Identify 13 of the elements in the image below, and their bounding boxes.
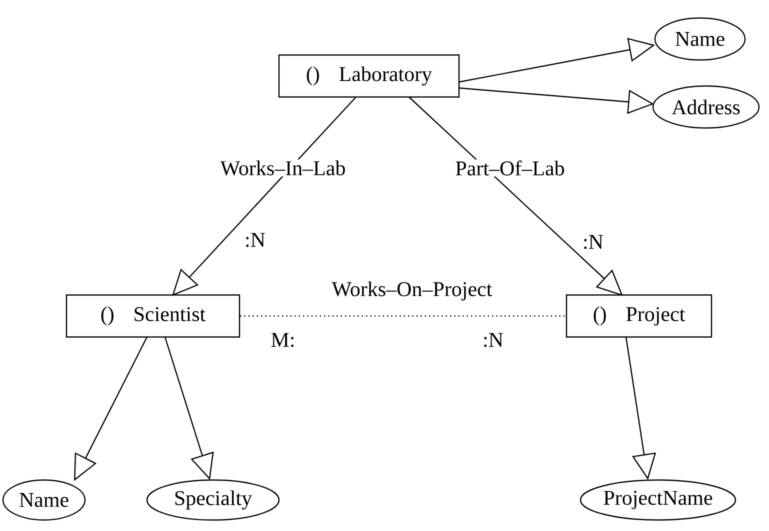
entity-box: () Laboratory bbox=[278, 54, 460, 98]
entity-box: () Project bbox=[566, 294, 712, 338]
entity-box: () Scientist bbox=[66, 294, 240, 338]
edge-label: Works–On–Project bbox=[330, 280, 494, 302]
edge-label: Works–In–Lab bbox=[219, 160, 347, 176]
cardinality-label: :N bbox=[584, 234, 604, 250]
arrow bbox=[172, 96, 356, 296]
cardinality-label: :N bbox=[246, 232, 266, 248]
cardinality-label: M: bbox=[271, 332, 294, 348]
arrow bbox=[408, 96, 623, 296]
cardinality-label: :N bbox=[484, 332, 504, 348]
connector-line bbox=[240, 315, 567, 317]
edge-label: Part–Of–Lab bbox=[454, 160, 566, 176]
